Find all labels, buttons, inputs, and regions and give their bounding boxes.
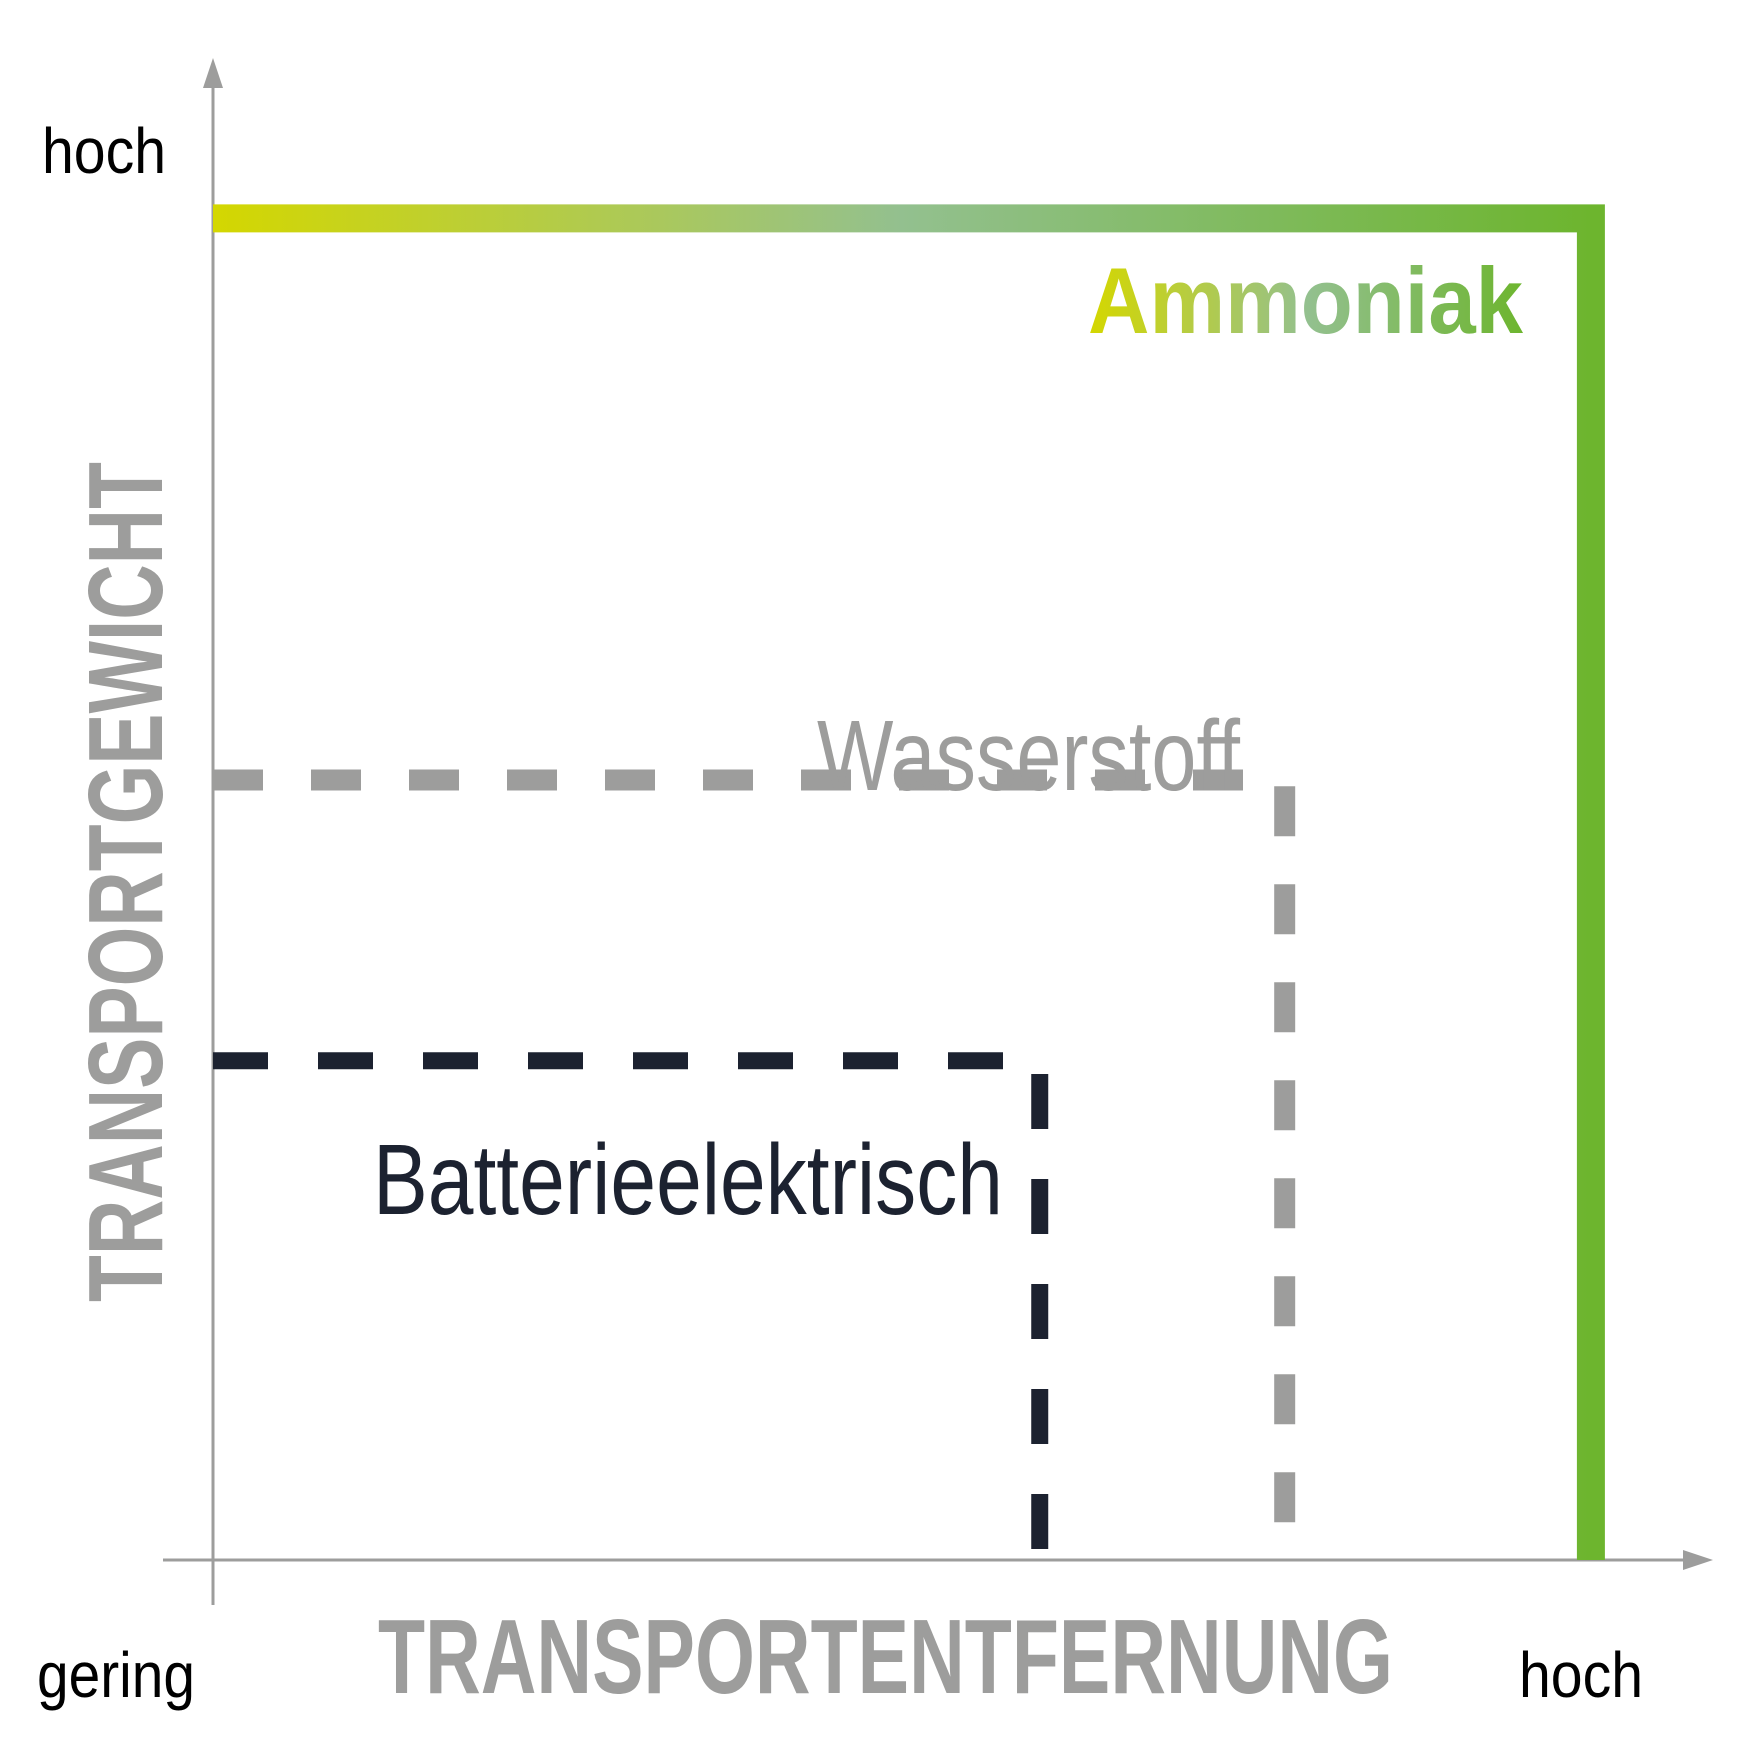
y-axis-high-label: hoch xyxy=(42,115,166,187)
x-axis-high-label: hoch xyxy=(1519,1639,1643,1711)
region-label-wasserstoff: Wasserstoff xyxy=(817,700,1240,812)
region-label-ammoniak: Ammoniak xyxy=(1088,248,1524,353)
origin-low-label: gering xyxy=(37,1639,195,1711)
region-wasserstoff-boundary xyxy=(213,769,1296,1560)
y-axis-title: TRANSPORTGEWICHT xyxy=(67,462,185,1302)
x-axis-title: TRANSPORTENTFERNUNG xyxy=(378,1598,1393,1716)
region-ammoniak-boundary xyxy=(213,204,1605,1560)
region-label-batterieelektrisch: Batterieelektrisch xyxy=(373,1124,1003,1236)
y-axis-arrow-icon xyxy=(203,58,223,88)
x-axis-arrow-icon xyxy=(1683,1550,1713,1570)
region-batterieelektrisch-boundary xyxy=(213,1052,1049,1560)
